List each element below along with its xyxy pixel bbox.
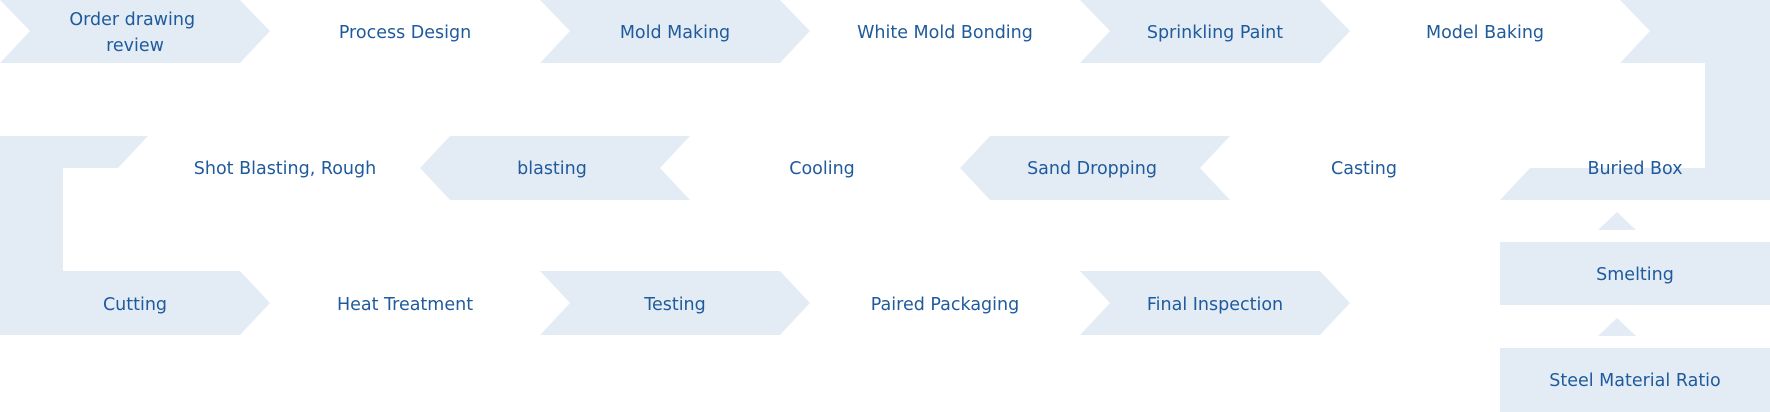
left-uturn-connector [0, 136, 270, 335]
step-label-order-drawing-review: Order drawing review [69, 10, 200, 56]
step-label-testing: Testing [643, 295, 706, 315]
step-label-casting: Casting [1331, 159, 1397, 179]
feed-arrow-up-1 [1598, 212, 1636, 230]
step-label-mold-making: Mold Making [620, 23, 730, 43]
step-label-cutting: Cutting [103, 295, 167, 315]
step-label-sand-dropping: Sand Dropping [1027, 159, 1157, 179]
step-label-process-design: Process Design [339, 23, 471, 43]
step-label-white-mold-bonding: White Mold Bonding [857, 23, 1033, 43]
step-label-cooling: Cooling [789, 159, 855, 179]
right-uturn-connector [1500, 0, 1770, 200]
step-label-sprinkling-paint: Sprinkling Paint [1147, 23, 1283, 43]
step-shape-sprinkling-paint [1080, 0, 1350, 63]
step-label-smelting: Smelting [1596, 265, 1674, 285]
step-label-order-drawing-review-line1: Order drawing [69, 10, 195, 30]
step-label-paired-packaging: Paired Packaging [871, 295, 1019, 315]
step-label-shot-blasting-rough: Shot Blasting, Rough [194, 159, 376, 179]
step-shape-sand-dropping [960, 136, 1230, 200]
step-label-final-inspection: Final Inspection [1147, 295, 1283, 315]
step-label-blasting: blasting [517, 159, 587, 179]
step-shape-order-drawing-review [0, 0, 270, 63]
step-shape-mold-making [540, 0, 810, 63]
step-label-model-baking: Model Baking [1426, 23, 1544, 43]
step-shape-testing [540, 271, 810, 335]
step-shape-blasting [420, 136, 690, 200]
step-shape-steel-material-ratio [1500, 348, 1770, 412]
feed-arrow-up-2 [1598, 318, 1636, 336]
step-shape-final-inspection [1080, 271, 1350, 335]
step-label-buried-box: Buried Box [1587, 159, 1682, 179]
step-label-heat-treatment: Heat Treatment [337, 295, 473, 315]
step-shape-smelting [1500, 242, 1770, 305]
step-label-steel-material-ratio: Steel Material Ratio [1549, 371, 1721, 391]
step-label-order-drawing-review-line2: review [106, 36, 164, 56]
